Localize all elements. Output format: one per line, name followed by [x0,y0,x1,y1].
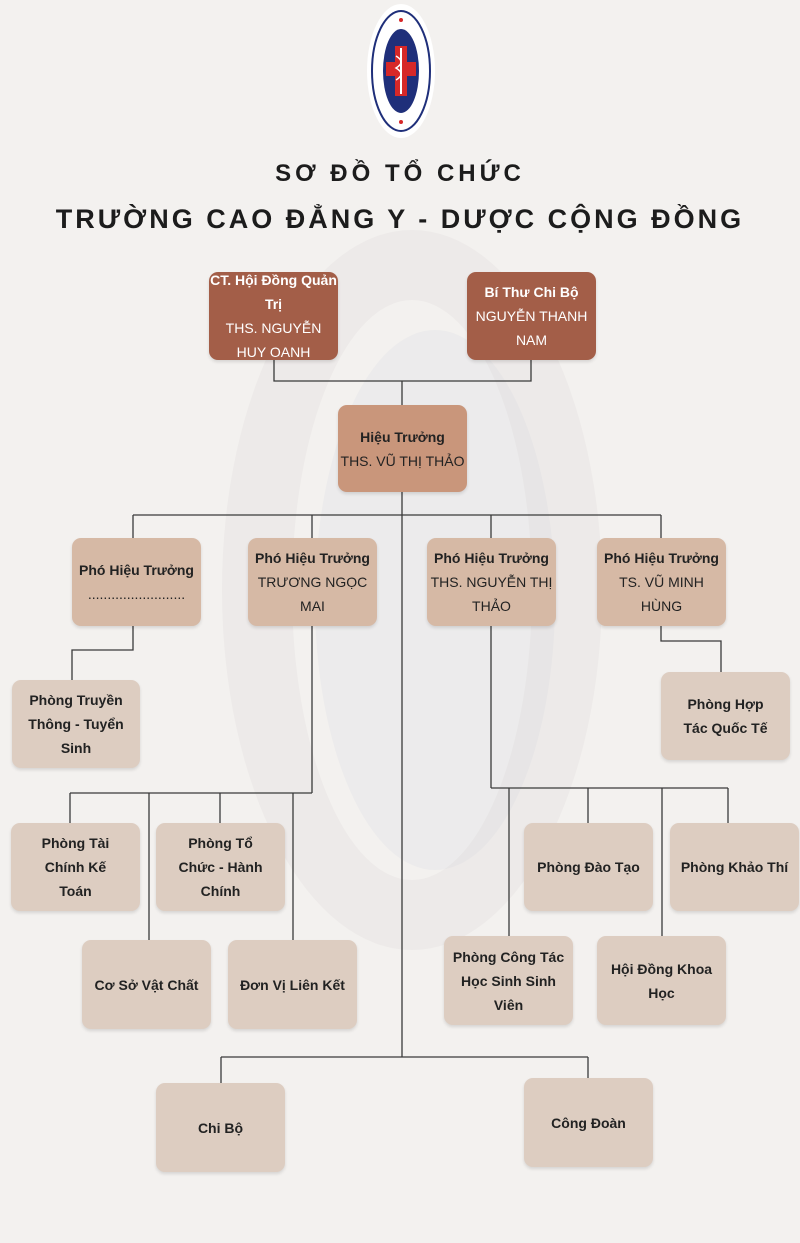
vice-principal-role: Phó Hiệu Trưởng [604,550,719,566]
vice-principal-box-3: Phó Hiệu Trưởng THS. NGUYỄN THỊ THẢO [427,538,556,626]
vice-principal-role: Phó Hiệu Trưởng [255,550,370,566]
chart-subtitle: TRƯỜNG CAO ĐẲNG Y - DƯỢC CỘNG ĐỒNG [55,204,745,234]
dept-exams-box: Phòng Khảo Thí [670,823,799,911]
trade-union-box: Công Đoàn [524,1078,653,1167]
dept-facilities-box: Cơ Sở Vật Chất [82,940,211,1029]
party-secretary-name: NGUYỄN THANH NAM [475,308,588,348]
vice-principal-name: TS. VŨ MINH HÙNG [619,574,704,614]
dept-training-label: Phòng Đào Tạo [537,859,640,875]
dept-student-affairs-label: Phòng Công Tác Học Sinh Sinh Viên [452,948,565,1013]
dept-exams-label: Phòng Khảo Thí [680,859,789,875]
party-secretary-role: Bí Thư Chi Bộ [484,284,579,300]
principal-name: THS. VŨ THỊ THẢO [340,452,465,469]
vice-principal-box-1: Phó Hiệu Trưởng ........................… [72,538,201,626]
vice-principal-name: ......................... [87,586,186,602]
vice-principal-name: TRƯƠNG NGỌC MAI [257,574,368,614]
dept-international-box: Phòng Hợp Tác Quốc Tế [661,672,790,760]
dept-communication-label: Phòng Truyền Thông - Tuyển Sinh [28,692,124,756]
vice-principal-name: THS. NGUYỄN THỊ THẢO [430,574,553,614]
dept-international-label: Phòng Hợp Tác Quốc Tế [683,696,768,736]
principal-box: Hiệu Trưởng THS. VŨ THỊ THẢO [338,405,467,492]
party-cell-label: Chi Bộ [197,1119,244,1136]
trade-union-label: Công Đoàn [551,1114,626,1131]
party-secretary-box: Bí Thư Chi Bộ NGUYỄN THANH NAM [467,272,596,360]
dept-partners-box: Đơn Vị Liên Kết [228,940,357,1029]
party-cell-box: Chi Bộ [156,1083,285,1172]
school-logo [367,4,435,138]
board-chair-role: CT. Hội Đồng Quản Trị [210,272,337,312]
vice-principal-box-4: Phó Hiệu Trưởng TS. VŨ MINH HÙNG [597,538,726,626]
vice-principal-box-2: Phó Hiệu Trưởng TRƯƠNG NGỌC MAI [248,538,377,626]
dept-organization-label: Phòng Tổ Chức - Hành Chính [178,835,263,899]
dept-science-council-label: Hội Đồng Khoa Học [610,960,713,1001]
dept-student-affairs-box: Phòng Công Tác Học Sinh Sinh Viên [444,936,573,1025]
dept-facilities-label: Cơ Sở Vật Chất [94,976,199,993]
dept-partners-label: Đơn Vị Liên Kết [240,976,345,993]
dept-finance-label: Phòng Tài Chính Kế Toán [41,835,110,899]
dept-training-box: Phòng Đào Tạo [524,823,653,911]
board-chair-name: THS. NGUYỄN HUY OANH [225,320,322,360]
vice-principal-role: Phó Hiệu Trưởng [434,550,549,566]
board-chair-box: CT. Hội Đồng Quản Trị THS. NGUYỄN HUY OA… [209,272,338,360]
dept-finance-box: Phòng Tài Chính Kế Toán [11,823,140,911]
principal-role: Hiệu Trưởng [360,428,445,445]
dept-science-council-box: Hội Đồng Khoa Học [597,936,726,1025]
chart-title: SƠ ĐỒ TỔ CHỨC [275,160,525,187]
dept-communication-box: Phòng Truyền Thông - Tuyển Sinh [12,680,140,768]
vice-principal-role: Phó Hiệu Trưởng [79,562,194,578]
dept-organization-box: Phòng Tổ Chức - Hành Chính [156,823,285,911]
